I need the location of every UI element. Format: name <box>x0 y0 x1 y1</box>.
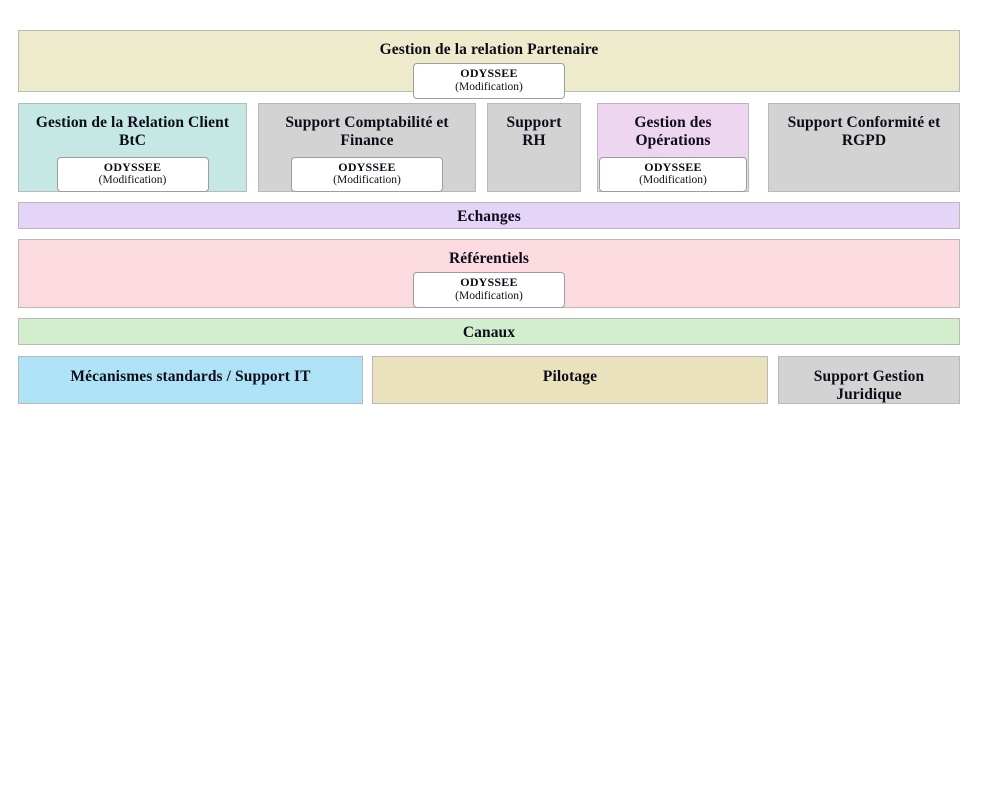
block-title: Gestion de la Relation Client BtC <box>35 114 230 150</box>
block-title: Support Gestion Juridique <box>813 368 925 404</box>
application-name: ODYSSEE <box>460 66 518 81</box>
application-chip-odyssee[interactable]: ODYSSEE (Modification) <box>599 156 747 193</box>
application-state: (Modification) <box>639 174 707 186</box>
application-name: ODYSSEE <box>460 275 518 290</box>
application-state: (Modification) <box>455 80 523 93</box>
block-canaux[interactable]: Canaux <box>18 318 960 345</box>
block-support-rh[interactable]: Support RH <box>487 103 581 192</box>
application-chip-odyssee[interactable]: ODYSSEE (Modification) <box>291 156 443 193</box>
block-gestion-des-operations[interactable]: Gestion des Opérations ODYSSEE (Modifica… <box>597 103 749 193</box>
block-gestion-relation-client-btc[interactable]: Gestion de la Relation Client BtC ODYSSE… <box>18 103 247 193</box>
block-echanges[interactable]: Echanges <box>18 202 960 229</box>
application-state: (Modification) <box>455 289 523 302</box>
block-support-comptabilite-finance[interactable]: Support Comptabilité et Finance ODYSSEE … <box>258 103 476 193</box>
block-mecanismes-standards-support-it[interactable]: Mécanismes standards / Support IT <box>18 356 363 404</box>
block-support-conformite-rgpd[interactable]: Support Conformité et RGPD <box>768 103 960 192</box>
block-gestion-relation-partenaire[interactable]: Gestion de la relation Partenaire ODYSSE… <box>18 30 960 99</box>
application-name: ODYSSEE <box>338 159 396 174</box>
block-support-gestion-juridique[interactable]: Support Gestion Juridique <box>778 356 960 404</box>
block-title: Gestion de la relation Partenaire <box>379 41 599 58</box>
application-name: ODYSSEE <box>644 159 702 174</box>
block-title: Gestion des Opérations <box>634 114 712 150</box>
block-title: Support Conformité et RGPD <box>787 114 941 150</box>
application-state: (Modification) <box>333 174 401 186</box>
block-title: Canaux <box>462 324 516 341</box>
block-title: Support RH <box>506 114 562 150</box>
application-name: ODYSSEE <box>103 159 162 174</box>
application-chip-odyssee[interactable]: ODYSSEE (Modification) <box>413 272 565 308</box>
block-referentiels[interactable]: Référentiels ODYSSEE (Modification) <box>18 239 960 308</box>
block-title: Pilotage <box>542 368 598 385</box>
block-pilotage[interactable]: Pilotage <box>372 356 768 404</box>
application-chip-odyssee[interactable]: ODYSSEE (Modification) <box>413 63 565 99</box>
block-title: Mécanismes standards / Support IT <box>70 368 311 385</box>
block-title: Support Comptabilité et Finance <box>285 114 449 150</box>
block-title: Echanges <box>457 208 521 225</box>
block-title: Référentiels <box>448 250 530 267</box>
application-state: (Modification) <box>98 174 167 186</box>
application-chip-odyssee[interactable]: ODYSSEE (Modification) <box>56 156 209 193</box>
